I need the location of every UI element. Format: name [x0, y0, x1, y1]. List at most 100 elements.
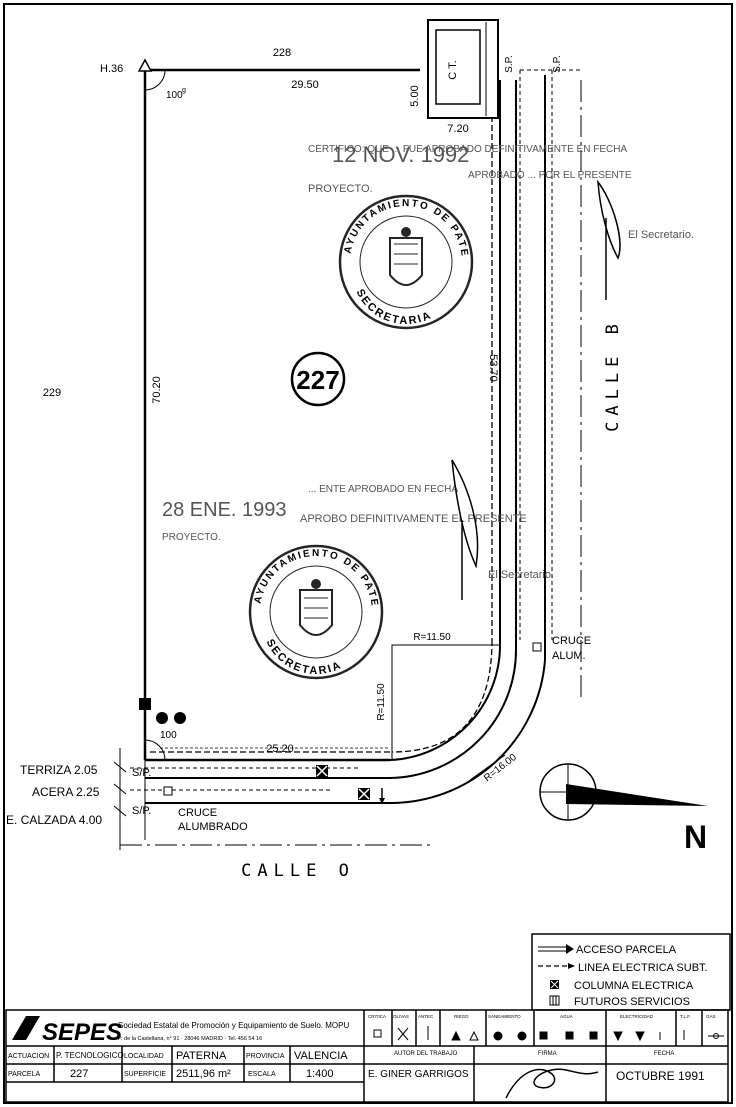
seal2-bottom-text: SECRETARIA: [264, 637, 345, 677]
approval-stamp-2: ... ENTE APROBADO EN FECHA 28 ENE. 1993 …: [162, 459, 554, 600]
stamp2-line3: PROYECTO.: [162, 532, 221, 543]
stamp1-line2: APROBADO ... POR EL PRESENTE: [468, 170, 632, 181]
fecha-label: FECHA: [654, 1051, 674, 1057]
author-signature-icon: [505, 1068, 599, 1099]
cruce-bottom-1: CRUCE: [178, 807, 217, 819]
sheet-frame: [3, 3, 733, 1104]
parcela-label: PARCELA: [8, 1071, 40, 1078]
legend-item-1: ACCESO PARCELA: [576, 944, 677, 956]
access-arrow-head-icon: [379, 798, 385, 804]
stamp2-line2: APROBO DEFINITIVAMENTE EL PRESENTE: [300, 513, 527, 525]
superficie-label: SUPERFICIE: [124, 1071, 166, 1078]
org-line2: P. de la Castellana, n° 91 · 28046 MADRI…: [118, 1036, 262, 1042]
stamp2-date: 28 ENE. 1993: [162, 499, 287, 521]
dim-bottom: 25.20: [266, 743, 294, 755]
stamp2-secretario: El Secretario.: [488, 569, 554, 581]
svc-h2: OLIVAS: [393, 1014, 409, 1019]
north-letter: N: [684, 819, 707, 855]
legend-item-2: LINEA ELECTRICA SUBT.: [578, 962, 708, 974]
radius-inner-v: R=11.50: [376, 683, 387, 721]
provincia-label: PROVINCIA: [246, 1053, 285, 1060]
actuacion-value: P. TECNOLOGICO: [56, 1051, 124, 1060]
north-arrow-icon: [539, 763, 708, 821]
svc-h5: SANEAMIENTO: [488, 1014, 521, 1019]
ct-width-dim: 7.20: [447, 123, 468, 135]
neighbor-west-label: 229: [43, 387, 61, 399]
ct-height-dim: 5.00: [409, 85, 421, 106]
angle-top-sup: g: [182, 87, 186, 94]
parcel-boundary: [143, 68, 420, 762]
stamp1-date: 12 NOV. 1992: [332, 142, 469, 167]
legend-item-3: COLUMNA ELECTRICA: [574, 980, 694, 992]
autor-label: AUTOR DEL TRABAJO: [394, 1051, 458, 1057]
cruce-alum-2: ALUM.: [552, 650, 586, 662]
legend-futures-icon: [549, 995, 560, 1006]
parcel-number: 227: [296, 365, 339, 395]
angle-arc-top: [144, 69, 166, 91]
ct-label: C T.: [447, 60, 459, 79]
escala-value: 1:400: [306, 1068, 334, 1080]
radius-lines: [391, 644, 506, 781]
approval-stamp-1: CERTIFICO: QUE ... FUE APROBADO DEFINITI…: [308, 142, 694, 300]
sp-label-2: S.P.: [552, 55, 563, 73]
legend-column-icon: [550, 980, 559, 989]
svc-h9: GAS: [706, 1014, 716, 1019]
municipal-seal-1: [338, 194, 474, 330]
calle-edges: [120, 80, 582, 846]
cruce-bottom-square-icon: [163, 786, 173, 796]
signature-1-icon: [597, 179, 621, 300]
street-kerbs: [144, 75, 546, 840]
signature-2-icon: [451, 459, 479, 600]
stamp2-line1: ... ENTE APROBADO EN FECHA: [308, 484, 458, 495]
calzada-label: E. CALZADA 4.00: [6, 813, 102, 827]
service-symbols: [373, 1026, 724, 1042]
title-block-frame: [5, 1009, 729, 1103]
svc-h1: CRITICA: [368, 1014, 386, 1019]
street-bottom-label: CALLE O: [241, 861, 355, 881]
escala-label: ESCALA: [248, 1071, 276, 1078]
terraza-label: TERRIZA 2.05: [20, 763, 98, 777]
cruce-bottom-2: ALUMBRADO: [178, 821, 248, 833]
corner-label: H.36: [100, 63, 123, 75]
svc-h3: ANTEC: [418, 1014, 434, 1019]
stamp1-line3: PROYECTO.: [308, 183, 373, 195]
municipal-seal-2: [248, 544, 384, 680]
parcela-value: 227: [70, 1068, 88, 1080]
firma-label: FIRMA: [538, 1051, 557, 1057]
localidad-value: PATERNA: [176, 1050, 227, 1062]
corner-marker-icon: [137, 58, 153, 72]
seal1-top-text: AYUNTAMIENTO DE PATERNA: [0, 0, 470, 258]
section-dimension-ticks: [113, 748, 127, 850]
legend-access-icon: [538, 944, 574, 954]
angle-top: 100: [166, 90, 183, 101]
legend-electric-line-icon: [538, 963, 575, 969]
svc-h8: T.L.F.: [680, 1014, 691, 1019]
cruce-square-icon: [532, 642, 542, 652]
neighbor-north-label: 228: [273, 47, 291, 59]
transformer-ct-box: [427, 19, 499, 119]
sepes-logo: SEPES: [12, 1016, 122, 1046]
autor-value: E. GINER GARRIGOS: [368, 1069, 469, 1080]
services-dot-icon: [156, 712, 168, 724]
seal1-bottom-text: SECRETARIA: [354, 287, 435, 327]
services-square-icon: [139, 698, 151, 710]
street-right-label: CALLE B: [603, 318, 623, 432]
sepes-logo-text: SEPES: [42, 1019, 122, 1046]
acera-label: ACERA 2.25: [32, 785, 100, 799]
services-dot-icon: [174, 712, 186, 724]
legend-item-4: FUTUROS SERVICIOS: [574, 996, 690, 1008]
provincia-value: VALENCIA: [294, 1050, 348, 1062]
electric-column-icon: [316, 765, 328, 777]
org-line1: Sociedad Estatal de Promoción y Equipami…: [118, 1021, 349, 1030]
dim-left: 70.20: [151, 376, 163, 404]
svc-h7: ELECTRICIDAD: [620, 1014, 654, 1019]
actuacion-label: ACTUACION: [8, 1053, 49, 1060]
parcel-number-circle: [290, 351, 346, 407]
localidad-label: LOCALIDAD: [124, 1053, 164, 1060]
stamp1-line1: CERTIFICO: QUE ... FUE APROBADO DEFINITI…: [308, 144, 627, 155]
electric-column-icon: [358, 788, 370, 800]
radius-inner-h: R=11.50: [413, 632, 451, 643]
superficie-value: 2511,96 m²: [176, 1068, 231, 1080]
sp-bottom-2: S/P.: [132, 805, 151, 817]
